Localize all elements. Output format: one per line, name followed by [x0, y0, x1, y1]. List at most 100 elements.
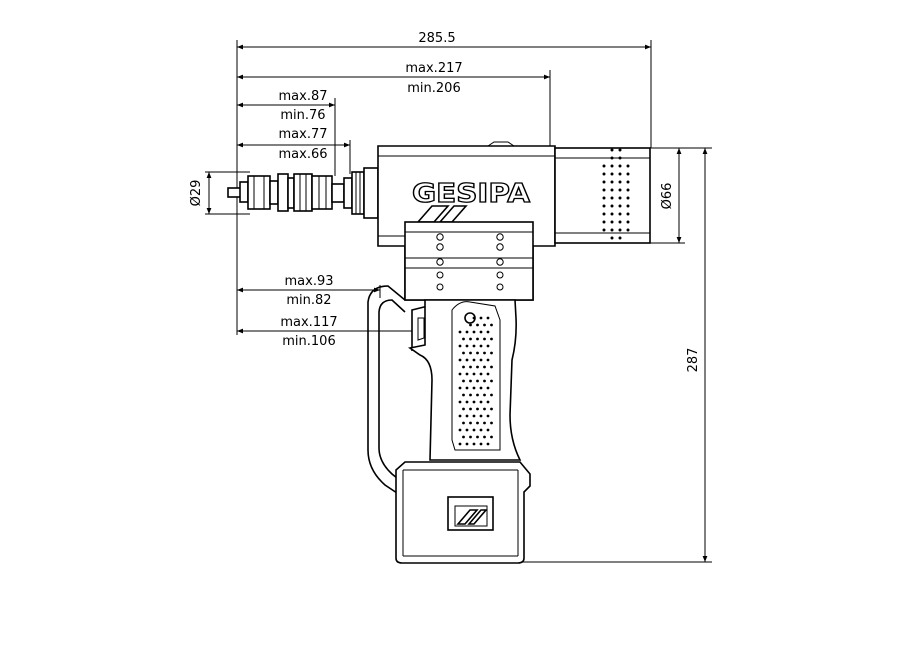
ring-hole: [436, 283, 444, 291]
grip-dot: [476, 351, 479, 355]
grip-dot: [486, 372, 490, 376]
grip-dot: [479, 372, 483, 376]
grip-dot: [483, 351, 486, 355]
grip-dot: [618, 196, 622, 200]
grip-dot: [465, 372, 469, 376]
screw-icon: [436, 258, 444, 266]
grip-dot: [483, 365, 486, 369]
dimension-labels: 285.5 max.217 min.206 max.87 min.76 max.…: [189, 31, 701, 372]
label-overall-length: 285.5: [418, 31, 455, 46]
grip-dot: [626, 196, 630, 200]
brand-logo: GESIPA: [412, 179, 530, 209]
grip-dot: [472, 414, 476, 418]
grip-dot: [602, 188, 606, 192]
grip-dot: [476, 379, 479, 383]
screw-icon: [436, 233, 444, 241]
grip-dot: [465, 414, 469, 418]
grip-dot: [472, 358, 476, 362]
grip-dot: [483, 393, 486, 397]
grip-dot: [469, 407, 472, 411]
grip-dot: [458, 442, 462, 446]
grip-dot: [602, 220, 606, 224]
grip-dot: [486, 414, 490, 418]
grip-dot: [476, 421, 479, 425]
label-nose-min: min.206: [407, 81, 460, 96]
grip-body: [408, 299, 522, 461]
grip-dot: [610, 164, 614, 168]
grip-dot: [610, 204, 614, 208]
grip-dot: [476, 365, 479, 369]
grip-dot: [618, 164, 622, 168]
grip-dot: [483, 435, 486, 439]
grip-dot: [490, 435, 493, 439]
label-top1-min: min.76: [280, 108, 325, 123]
cylinder-grip-dots: [602, 148, 630, 240]
screw-icon: [496, 233, 504, 241]
grip-dot: [486, 386, 490, 390]
grip-dot: [602, 164, 606, 168]
grip-dot: [618, 212, 622, 216]
grip-dot: [618, 180, 622, 184]
grip-dot: [486, 358, 490, 362]
grip-dot: [610, 220, 614, 224]
ring-hole: [436, 271, 444, 279]
dimension-lines: [205, 40, 712, 563]
nose-assembly: [227, 167, 379, 219]
screw-icon: [496, 258, 504, 266]
grip-dot: [458, 386, 462, 390]
grip-dot: [490, 407, 493, 411]
grip-dot: [618, 156, 622, 160]
grip-dot: [465, 358, 469, 362]
grip-dot: [618, 236, 622, 240]
grip-dot: [472, 400, 476, 404]
grip-dot: [465, 386, 469, 390]
grip-dot: [483, 421, 486, 425]
grip-dot: [602, 172, 606, 176]
grip-dot: [472, 442, 476, 446]
grip-dot: [458, 344, 462, 348]
grip-dot: [626, 220, 630, 224]
grip-dot: [483, 323, 486, 327]
grip-dot: [462, 435, 465, 439]
grip-dot: [469, 365, 472, 369]
grip-dot: [602, 212, 606, 216]
screw-icon: [496, 243, 504, 251]
grip-dot: [458, 330, 462, 334]
grip-dot: [610, 228, 614, 232]
grip-dot: [610, 148, 614, 152]
grip-dot: [602, 180, 606, 184]
label-mid1-max: max.93: [285, 274, 334, 289]
grip-dot: [465, 400, 469, 404]
grip-texture-dots: [458, 316, 493, 446]
grip-dot: [465, 344, 469, 348]
grip-dot: [626, 180, 630, 184]
grip-dot: [479, 344, 483, 348]
grip-dot: [462, 351, 465, 355]
grip-dot: [472, 344, 476, 348]
grip-dot: [618, 172, 622, 176]
grip-dot: [610, 180, 614, 184]
label-top2-min: max.66: [279, 147, 328, 162]
handle-guard: [367, 285, 406, 496]
ring-hole: [496, 271, 504, 279]
grip-dot: [469, 393, 472, 397]
grip-dot: [626, 212, 630, 216]
grip-dot: [472, 372, 476, 376]
label-top2-max: max.77: [279, 127, 328, 142]
grip-dot: [479, 358, 483, 362]
grip-dot: [483, 337, 486, 341]
grip-dot: [469, 421, 472, 425]
grip-dot: [610, 212, 614, 216]
grip-dot: [486, 428, 490, 432]
grip-dot: [479, 400, 483, 404]
grip-dot: [458, 428, 462, 432]
grip-dot: [490, 379, 493, 383]
grip-dot: [469, 435, 472, 439]
head-ring: [404, 221, 534, 301]
end-cylinder: [554, 147, 651, 244]
grip-dot: [465, 330, 469, 334]
grip-dot: [469, 323, 472, 327]
grip-dot: [472, 386, 476, 390]
grip-dot: [610, 188, 614, 192]
grip-dot: [610, 196, 614, 200]
